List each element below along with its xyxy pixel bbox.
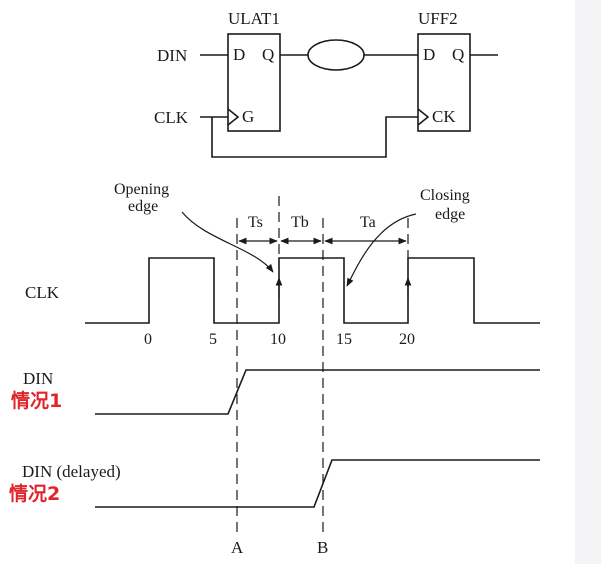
case1-label: 情况1 [11,389,62,412]
closing-edge-text-1: Closing [420,187,470,204]
tick-15: 15 [336,331,352,348]
case2-label: 情况2 [9,482,60,505]
closing-edge-text-2: edge [435,206,465,223]
latch-clock-triangle [227,108,240,126]
edge-strip [575,0,601,564]
tick-0: 0 [144,331,152,348]
din-input-label: DIN [157,46,187,65]
ff-pin-q: Q [452,45,464,64]
closing-edge-pointer [346,213,417,287]
din-waveform-case2 [95,459,540,508]
interval-tb: Tb [291,214,309,231]
tick-20: 20 [399,331,415,348]
clk-waveform [85,257,540,324]
clk-signal-label: CLK [25,283,60,302]
ff-clock-triangle [417,108,430,126]
case2-signal-label: DIN (delayed) [22,462,121,481]
combinational-logic-ellipse [307,39,365,71]
clk-input-label: CLK [154,108,189,127]
flipflop-name: UFF2 [418,9,458,28]
opening-edge-text-2: edge [128,198,158,215]
ff-pin-d: D [423,45,435,64]
latch-name: ULAT1 [228,9,280,28]
opening-edge-text-1: Opening [114,181,169,198]
ff-pin-ck: CK [432,107,456,126]
latch-pin-d: D [233,45,245,64]
flipflop-box [417,33,471,132]
case1-signal-label: DIN [23,369,53,388]
interval-ts: Ts [248,214,263,231]
latch-box [227,33,281,132]
latch-pin-q: Q [262,45,274,64]
latch-pin-g: G [242,107,254,126]
interval-ta: Ta [360,214,376,231]
tick-10: 10 [270,331,286,348]
marker-b: B [317,538,328,557]
marker-a: A [231,538,244,557]
opening-edge-pointer [181,211,274,273]
tick-5: 5 [209,331,217,348]
clk-loop-wire [211,116,418,158]
din-waveform-case1 [95,369,540,415]
